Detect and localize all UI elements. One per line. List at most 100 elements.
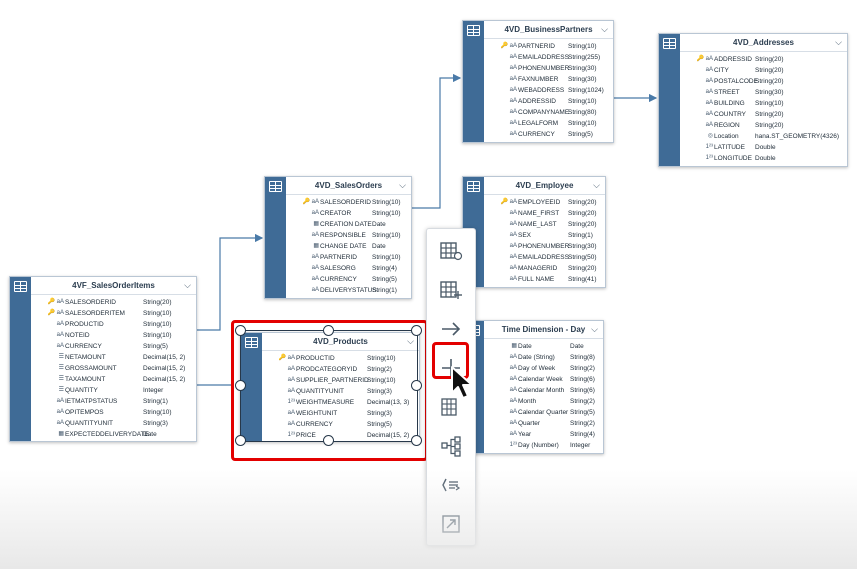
resize-handle-tc[interactable] [323, 325, 334, 336]
resize-handle-tl[interactable] [235, 325, 246, 336]
resize-handle-bc[interactable] [323, 435, 334, 446]
resize-handle-ml[interactable] [235, 380, 246, 391]
add-view-button[interactable] [435, 274, 467, 306]
join-button[interactable] [435, 391, 467, 423]
table-title[interactable]: 4VF_SalesOrderItems ⌵ [31, 277, 196, 295]
rename-button[interactable] [435, 469, 467, 501]
hierarchy-button[interactable] [435, 430, 467, 462]
chevron-down-icon[interactable]: ⌵ [593, 180, 600, 190]
resize-handle-br[interactable] [411, 435, 422, 446]
chevron-down-icon[interactable]: ⌵ [407, 336, 414, 346]
open-in-editor-button[interactable] [435, 508, 467, 540]
chevron-down-icon[interactable]: ⌵ [591, 324, 598, 334]
table-title[interactable]: 4VD_Products ⌵ [262, 333, 419, 351]
resize-handle-mr[interactable] [411, 380, 422, 391]
table-title[interactable]: 4VD_SalesOrders ⌵ [286, 177, 411, 195]
chevron-down-icon[interactable]: ⌵ [601, 24, 608, 34]
chevron-down-icon[interactable]: ⌵ [835, 37, 842, 47]
chevron-down-icon[interactable]: ⌵ [399, 180, 406, 190]
chevron-down-icon[interactable]: ⌵ [184, 280, 191, 290]
create-association-button[interactable] [435, 313, 467, 345]
add-table-button[interactable] [435, 235, 467, 267]
table-title[interactable]: 4VD_BusinessPartners ⌵ [484, 21, 613, 39]
resize-handle-bl[interactable] [235, 435, 246, 446]
resize-handle-tr[interactable] [411, 325, 422, 336]
table-title[interactable]: 4VD_Employee ⌵ [484, 177, 605, 195]
